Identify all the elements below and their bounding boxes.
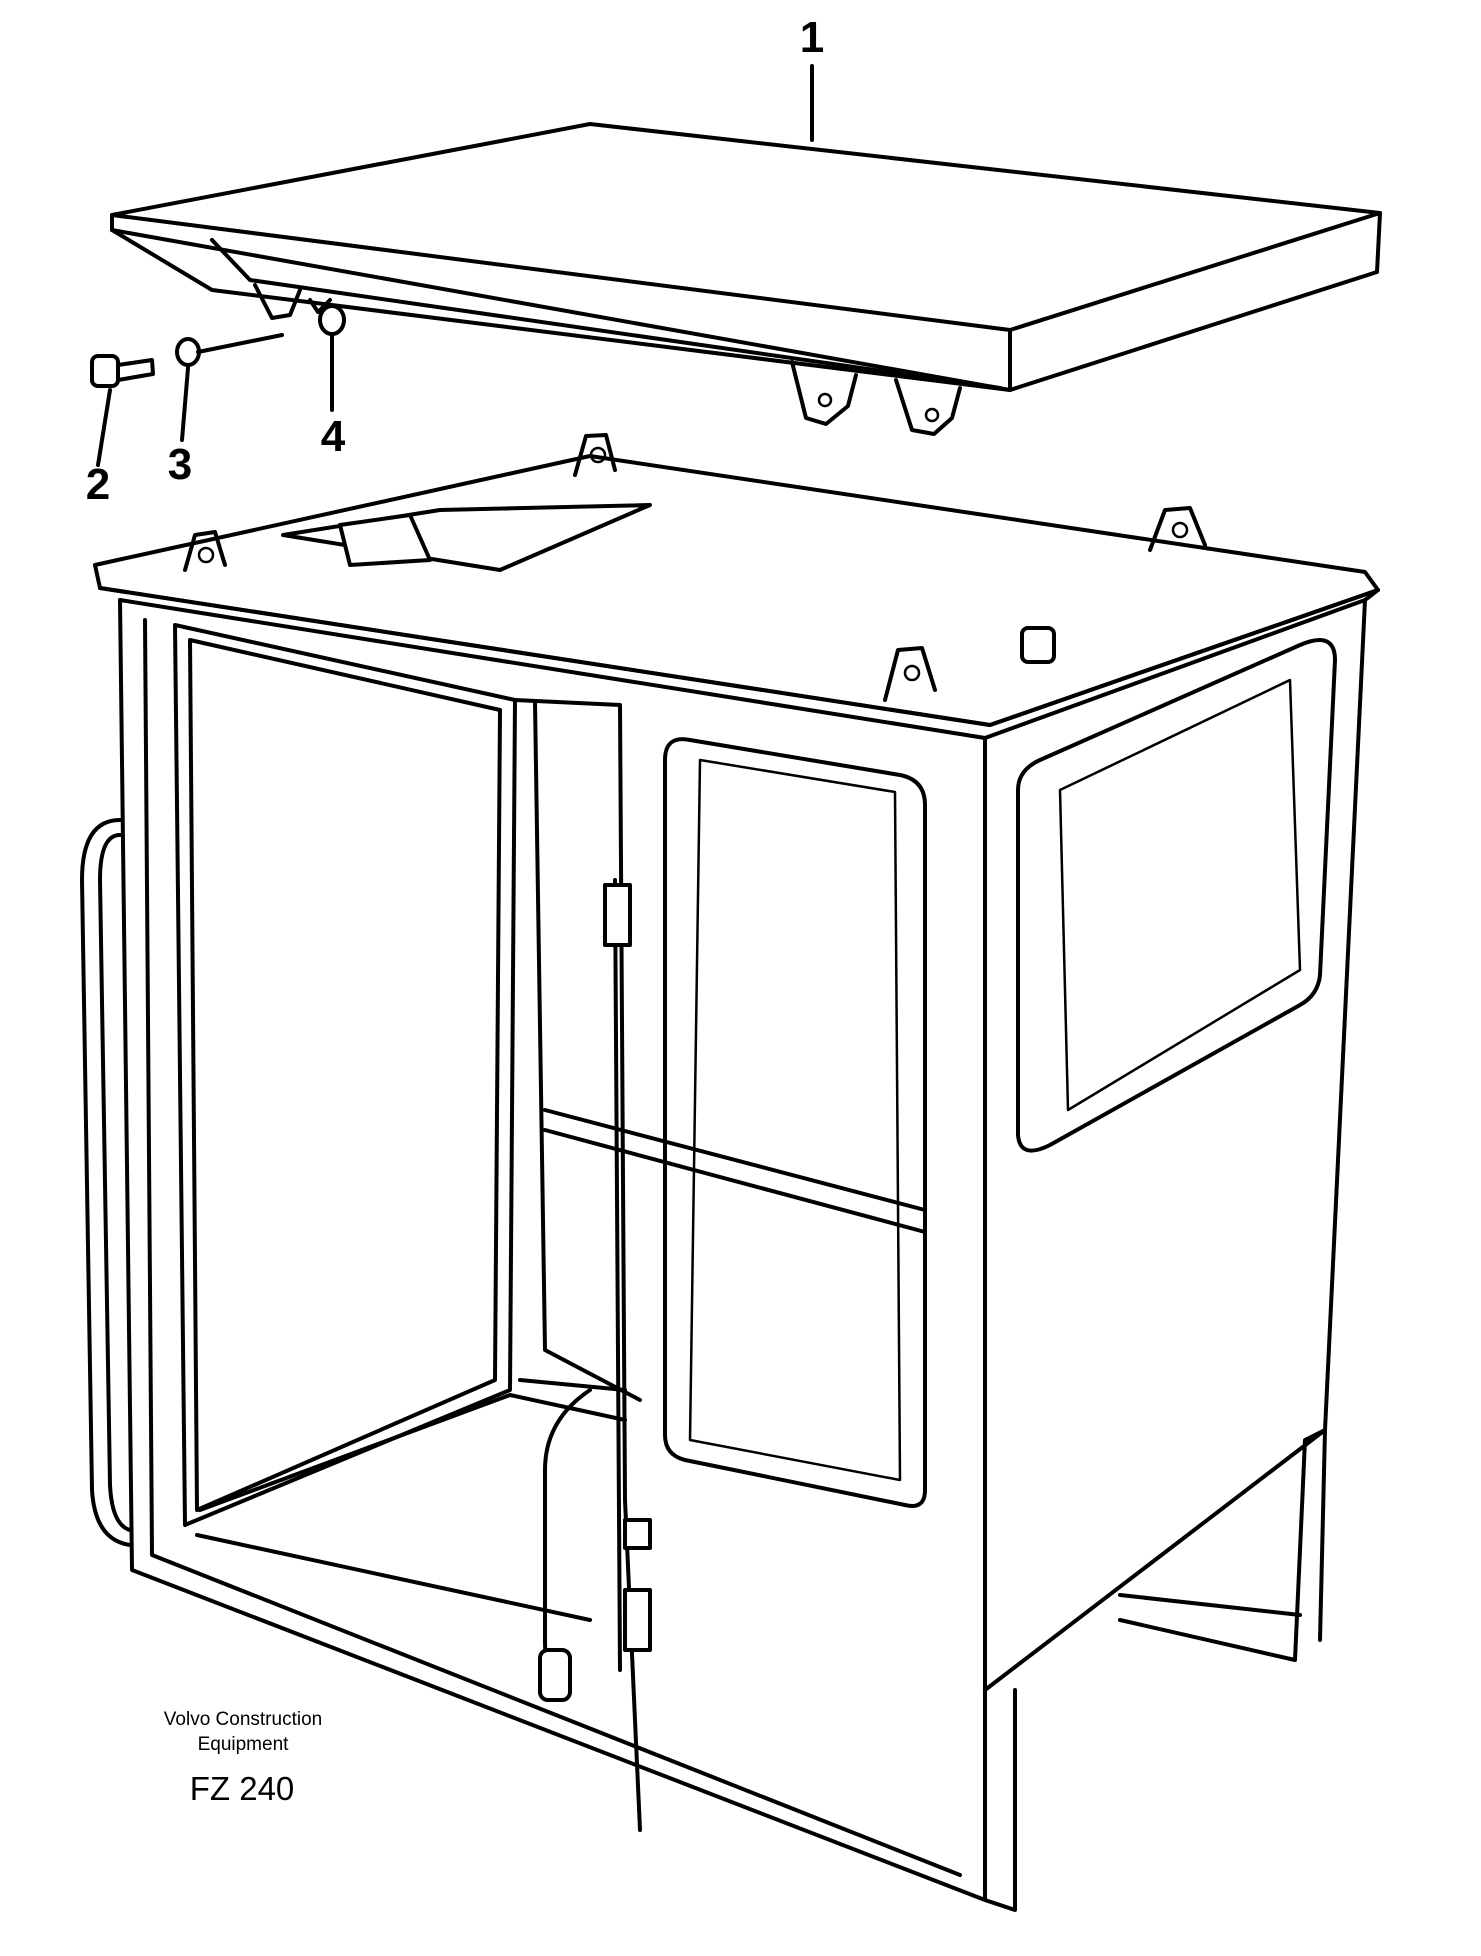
- door-latch-lower: [623, 1518, 652, 1550]
- manufacturer-credit: Volvo Construction Equipment: [113, 1707, 373, 1757]
- washer: [175, 337, 201, 367]
- door-stop: [623, 1588, 652, 1652]
- callout-4: 4: [320, 412, 346, 461]
- callout-2: 2: [85, 460, 111, 509]
- leader-line-2: [96, 388, 112, 467]
- callout-3: 3: [167, 440, 193, 489]
- credit-line-2: Equipment: [197, 1734, 289, 1755]
- roof-panel: [110, 122, 1382, 436]
- bolt-head: [90, 354, 120, 388]
- nut: [318, 304, 346, 336]
- figure-number: FZ 240: [189, 1770, 295, 1807]
- callout-1: 1: [799, 13, 825, 62]
- credit-line-1: Volvo Construction: [163, 1709, 323, 1730]
- door-latch-upper: [603, 883, 632, 947]
- cab-body: [80, 433, 1380, 1912]
- leader-line-3: [180, 366, 190, 442]
- fastener-set: [90, 304, 346, 467]
